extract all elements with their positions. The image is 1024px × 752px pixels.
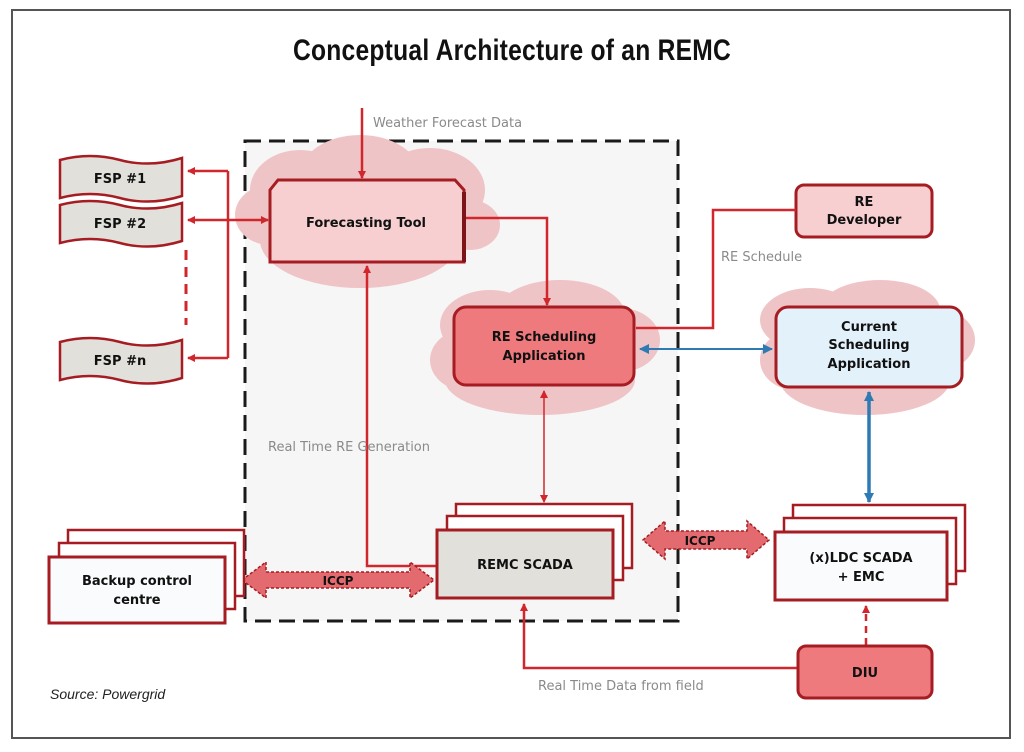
- real-time-data-field-label: Real Time Data from field: [538, 679, 704, 694]
- re-developer-label-2: Developer: [827, 213, 902, 228]
- backup-control-label-1: Backup control: [82, 574, 192, 589]
- backup-control-node: Backup control centre: [47, 528, 246, 625]
- fsp-1-label: FSP #1: [94, 172, 146, 187]
- backup-control-label-2: centre: [113, 593, 160, 608]
- fsp-n-label: FSP #n: [94, 354, 146, 369]
- iccp-right-arrow: ICCP: [641, 519, 771, 561]
- re-scheduling-node: RE Scheduling Application: [452, 305, 636, 387]
- current-scheduling-label-2: Scheduling: [828, 338, 909, 353]
- forecast-to-scheduling-arrow: [466, 216, 551, 306]
- forecasting-tool-node: Forecasting Tool: [268, 178, 466, 264]
- current-scheduling-node: Current Scheduling Application: [774, 305, 964, 389]
- fsp-1-node: FSP #1: [58, 154, 184, 203]
- diu-label: DIU: [852, 666, 878, 681]
- remc-scada-label: REMC SCADA: [477, 558, 573, 573]
- iccp-left-label: ICCP: [323, 574, 354, 588]
- current-scheduling-label-1: Current: [841, 320, 897, 335]
- ldc-scada-label-1: (x)LDC SCADA: [809, 551, 912, 566]
- ldc-scada-label-2: + EMC: [838, 570, 885, 585]
- fsp-2-node: FSP #2: [58, 199, 184, 248]
- current-scheduling-label-3: Application: [828, 357, 911, 372]
- diu-node: DIU: [796, 644, 934, 700]
- forecasting-tool-label: Forecasting Tool: [306, 216, 426, 231]
- source-caption: Source: Powergrid: [50, 686, 166, 702]
- re-schedule-label: RE Schedule: [721, 250, 802, 265]
- ldc-scada-node: (x)LDC SCADA + EMC: [773, 503, 967, 602]
- re-scheduling-label-2: Application: [503, 349, 586, 364]
- weather-forecast-label: Weather Forecast Data: [373, 116, 522, 131]
- fsp-2-label: FSP #2: [94, 217, 146, 232]
- diagram-title: Conceptual Architecture of an REMC: [292, 34, 732, 67]
- field-data-arrow: [520, 603, 797, 670]
- remc-scada-node: REMC SCADA: [435, 502, 634, 600]
- re-schedule-connector: [636, 208, 796, 330]
- re-scheduling-label-1: RE Scheduling: [492, 330, 597, 345]
- iccp-left-arrow: ICCP: [240, 560, 436, 600]
- real-time-re-generation-label: Real Time RE Generation: [268, 440, 430, 455]
- re-developer-label-1: RE: [855, 195, 874, 210]
- fsp-n-node: FSP #n: [58, 336, 184, 385]
- iccp-right-label: ICCP: [685, 534, 716, 548]
- fsp-connectors: [187, 167, 269, 362]
- re-developer-node: RE Developer: [794, 183, 934, 239]
